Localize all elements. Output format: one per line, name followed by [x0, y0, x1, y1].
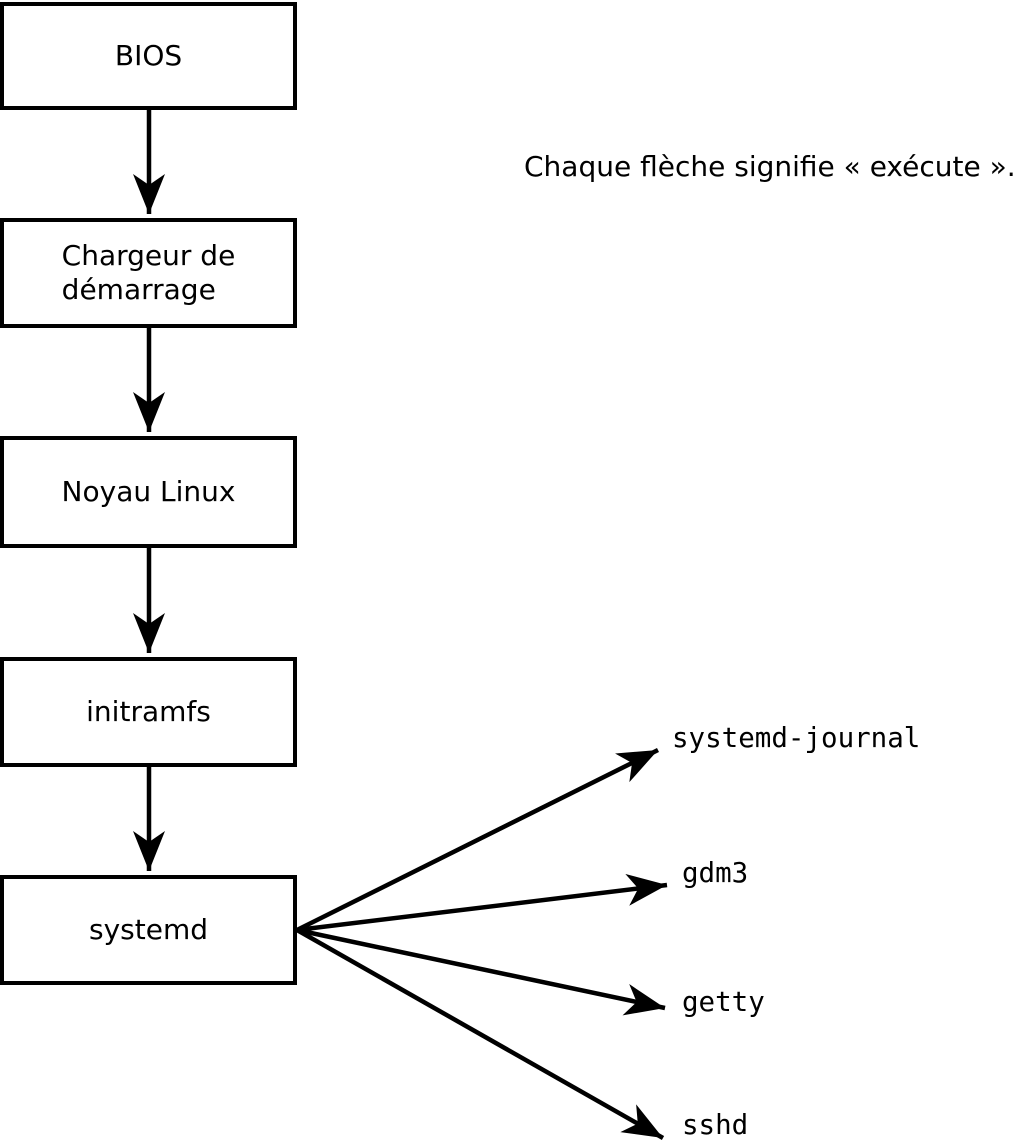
flow-box-linux-kernel-label: Noyau Linux	[61, 475, 236, 508]
arrow-systemd-to-journal	[295, 747, 660, 933]
flow-box-bios: BIOS	[0, 2, 297, 110]
arrow-systemd-to-getty	[296, 927, 666, 1016]
process-label-getty: getty	[682, 986, 765, 1018]
flow-box-linux-kernel: Noyau Linux	[0, 436, 297, 548]
flow-box-initramfs: initramfs	[0, 657, 297, 767]
flow-box-systemd-label: systemd	[89, 913, 208, 946]
flow-box-bootloader: Chargeur de démarrage	[0, 218, 297, 328]
flow-box-bootloader-label: Chargeur de démarrage	[61, 239, 236, 306]
arrow-meaning-note: Chaque flèche signifie « exécute ».	[524, 150, 1016, 183]
process-label-sshd: sshd	[682, 1109, 749, 1141]
arrow-systemd-to-sshd	[295, 928, 665, 1140]
flow-box-systemd: systemd	[0, 875, 297, 985]
process-label-systemd-journal: systemd-journal	[672, 722, 921, 754]
arrow-systemd-to-gdm3	[296, 873, 668, 933]
flow-box-initramfs-label: initramfs	[86, 695, 211, 728]
process-label-gdm3: gdm3	[682, 857, 749, 889]
flow-box-bios-label: BIOS	[114, 39, 183, 72]
